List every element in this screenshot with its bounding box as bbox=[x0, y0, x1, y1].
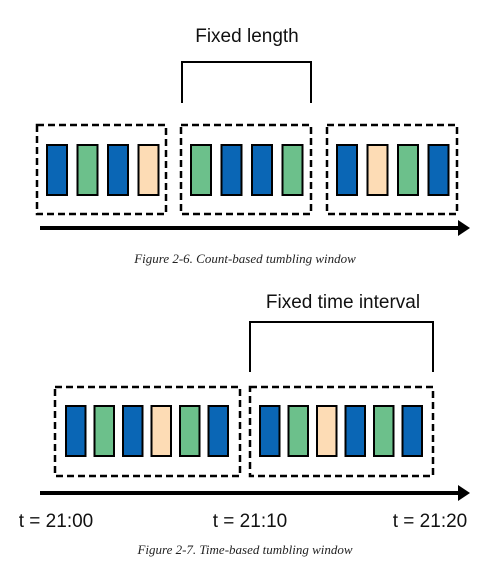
event-block-green bbox=[179, 405, 201, 457]
event-block-orange bbox=[137, 144, 160, 196]
event-block-blue bbox=[251, 144, 273, 196]
figure-2-6-caption: Figure 2-6. Count-based tumbling window bbox=[133, 251, 356, 266]
event-block-blue bbox=[259, 405, 281, 457]
event-block-orange bbox=[150, 405, 172, 457]
time-label-middle: t = 21:10 bbox=[213, 511, 287, 532]
event-block-green bbox=[373, 405, 395, 457]
event-block-green bbox=[76, 144, 99, 196]
event-block-blue bbox=[336, 144, 358, 196]
window-frame bbox=[248, 385, 435, 478]
event-block-blue bbox=[401, 405, 423, 457]
time-label-end: t = 21:20 bbox=[393, 511, 467, 532]
event-block-blue bbox=[65, 405, 87, 457]
fixed-time-interval-bracket bbox=[249, 321, 434, 372]
event-block-green bbox=[397, 144, 419, 196]
event-block-blue bbox=[220, 144, 243, 196]
event-block-green bbox=[281, 144, 304, 196]
event-block-green bbox=[93, 405, 115, 457]
figure-time-based: Fixed time interval t = 21:00 t = 21:10 … bbox=[19, 292, 470, 557]
fixed-time-interval-label: Fixed time interval bbox=[266, 292, 420, 313]
figure-2-7-caption: Figure 2-7. Time-based tumbling window bbox=[136, 542, 352, 557]
time-windows bbox=[53, 385, 435, 478]
event-block-blue bbox=[207, 405, 229, 457]
event-block-blue bbox=[344, 405, 366, 457]
event-block-green bbox=[287, 405, 309, 457]
window-frame bbox=[35, 123, 168, 216]
window-frame bbox=[53, 385, 242, 478]
event-block-blue bbox=[107, 144, 129, 196]
fixed-length-label: Fixed length bbox=[195, 26, 299, 47]
event-block-blue bbox=[46, 144, 68, 196]
event-block-green bbox=[190, 144, 212, 196]
count-windows bbox=[35, 123, 459, 216]
time-label-start: t = 21:00 bbox=[19, 511, 93, 532]
event-block-orange bbox=[366, 144, 389, 196]
event-block-blue bbox=[427, 144, 450, 196]
timeline-arrow bbox=[40, 485, 470, 501]
fixed-length-bracket bbox=[181, 61, 312, 103]
timeline-arrow bbox=[40, 220, 470, 236]
event-block-orange bbox=[316, 405, 338, 457]
event-block-blue bbox=[122, 405, 144, 457]
figure-count-based: Fixed length Figure 2-6. Count-based tum… bbox=[35, 26, 470, 266]
